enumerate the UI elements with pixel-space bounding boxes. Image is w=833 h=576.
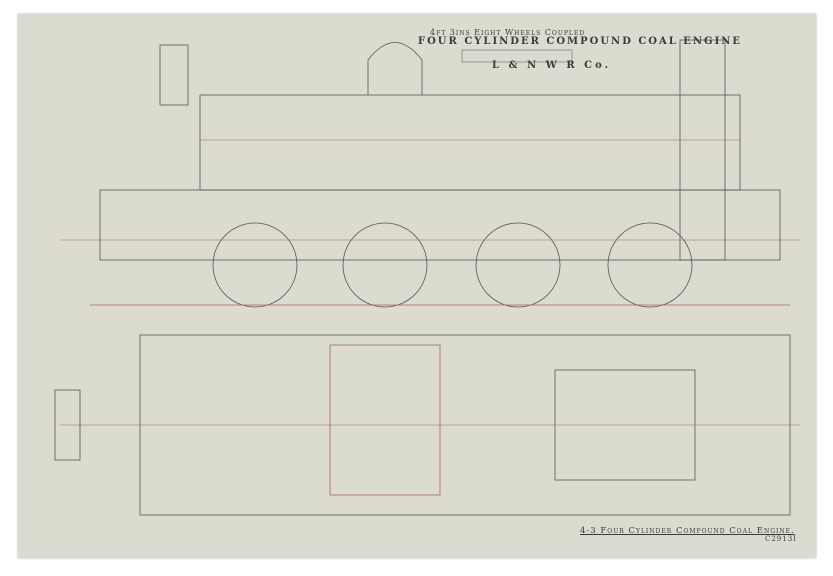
wheel <box>212 222 298 308</box>
wheel <box>475 222 561 308</box>
side-elevation <box>60 39 800 308</box>
title-box <box>461 49 573 63</box>
wheel <box>607 222 693 308</box>
chimney <box>159 44 189 106</box>
wheel <box>342 222 428 308</box>
cab <box>679 39 726 261</box>
drawing-caption: 4-3 Four Cylinder Compound Coal Engine. <box>580 526 795 536</box>
drawing-title: FOUR CYLINDER COMPOUND COAL ENGINE <box>418 36 743 47</box>
boiler <box>199 94 741 191</box>
header-line-1: 4ft 3ins Eight Wheels Coupled <box>430 28 586 37</box>
company-name: L & N W R Co. <box>492 60 612 71</box>
dome <box>367 42 423 95</box>
frame <box>99 189 781 261</box>
catalogue-number: C2913I <box>765 535 797 543</box>
drawing-sheet <box>18 14 816 558</box>
plan-view <box>54 334 800 516</box>
